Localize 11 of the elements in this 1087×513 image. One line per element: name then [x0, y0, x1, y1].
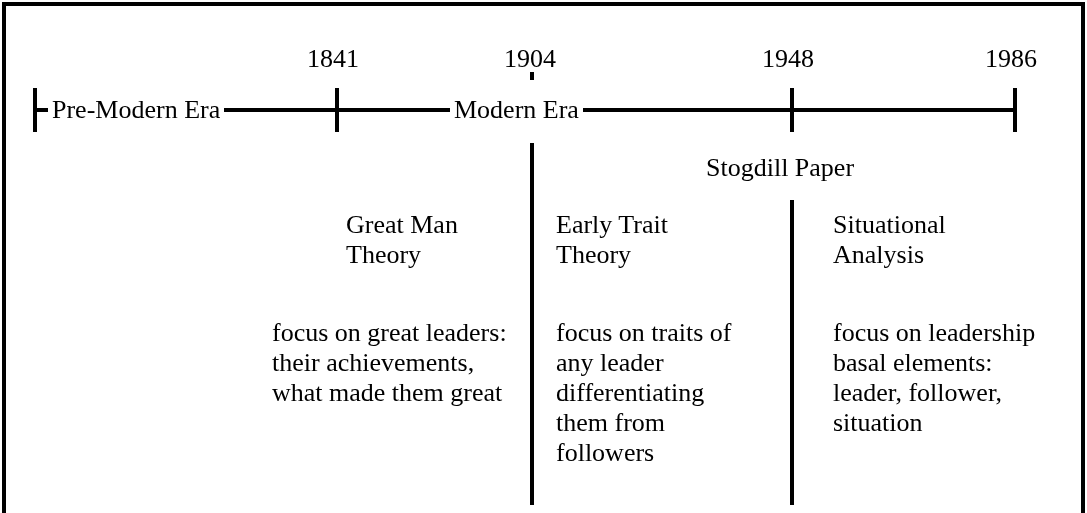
theory-title: Great Man Theory	[346, 210, 459, 270]
event-label: Stogdill Paper	[706, 153, 855, 183]
theory-title: Early Trait Theory	[556, 210, 669, 270]
theory-description: focus on leadership basal elements: leader, follower, situation	[833, 318, 1037, 438]
year-label: 1904	[504, 44, 556, 74]
year-label: 1986	[985, 44, 1037, 74]
theory-title: Situational Analysis	[833, 210, 947, 270]
theory-description: focus on great leaders: their achievements, what made them great	[272, 318, 508, 408]
theory-description: focus on traits of any leader differentiating them from followers	[556, 318, 733, 468]
year-label: 1841	[307, 44, 359, 74]
year-label: 1948	[762, 44, 814, 74]
